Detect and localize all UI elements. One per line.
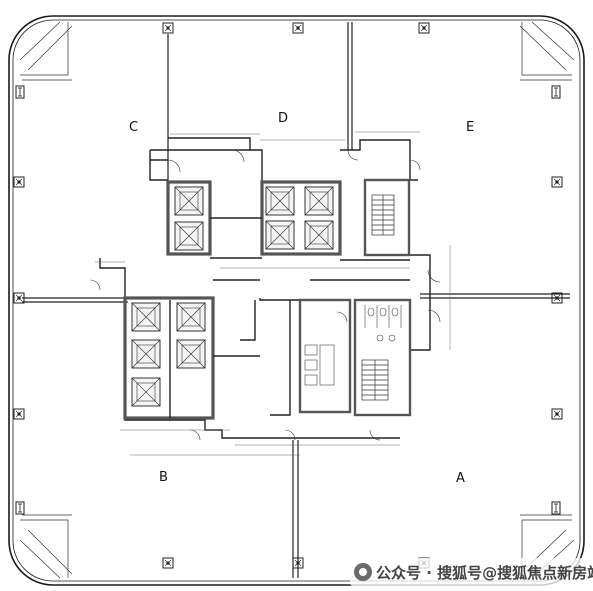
zone-label-b: B (159, 470, 168, 485)
zone-label-d: D (278, 111, 288, 126)
outer-curtain-wall (8, 15, 585, 586)
elevator-car-icon (131, 377, 161, 407)
elevator-car-icon (265, 220, 295, 250)
elevator-group-c (174, 186, 204, 251)
corner-detail-top-right (519, 21, 575, 81)
perimeter-columns (13, 22, 563, 569)
stair-icon (361, 359, 389, 401)
dimension-lines (95, 131, 451, 456)
zone-label-e: E (466, 120, 474, 135)
inner-curtain-wall (12, 19, 581, 582)
elevator-car-icon (131, 302, 161, 332)
zone-label-a: A (456, 471, 465, 486)
elevator-car-icon (176, 302, 206, 332)
elevator-car-icon (265, 186, 295, 216)
zone-label-c: C (129, 120, 138, 135)
elevator-group-b (131, 302, 206, 407)
corner-detail-bottom-left (19, 514, 73, 579)
elevator-car-icon (304, 220, 334, 250)
elevator-car-icon (174, 221, 204, 251)
watermark-text: 公众号 · 搜狐号@搜狐焦点新房站 (376, 564, 593, 582)
wechat-logo-icon (354, 563, 372, 581)
elevator-car-icon (176, 339, 206, 369)
corner-detail-top-left (19, 21, 73, 81)
washroom-fixtures (304, 305, 402, 386)
elevator-car-icon (304, 186, 334, 216)
elevator-car-icon (174, 186, 204, 216)
structural-axis-lines (22, 22, 570, 578)
elevator-car-icon (131, 339, 161, 369)
watermark: 公众号 · 搜狐号@搜狐焦点新房站 (350, 558, 593, 586)
stair-icon (371, 194, 395, 236)
elevator-group-d (265, 186, 334, 250)
